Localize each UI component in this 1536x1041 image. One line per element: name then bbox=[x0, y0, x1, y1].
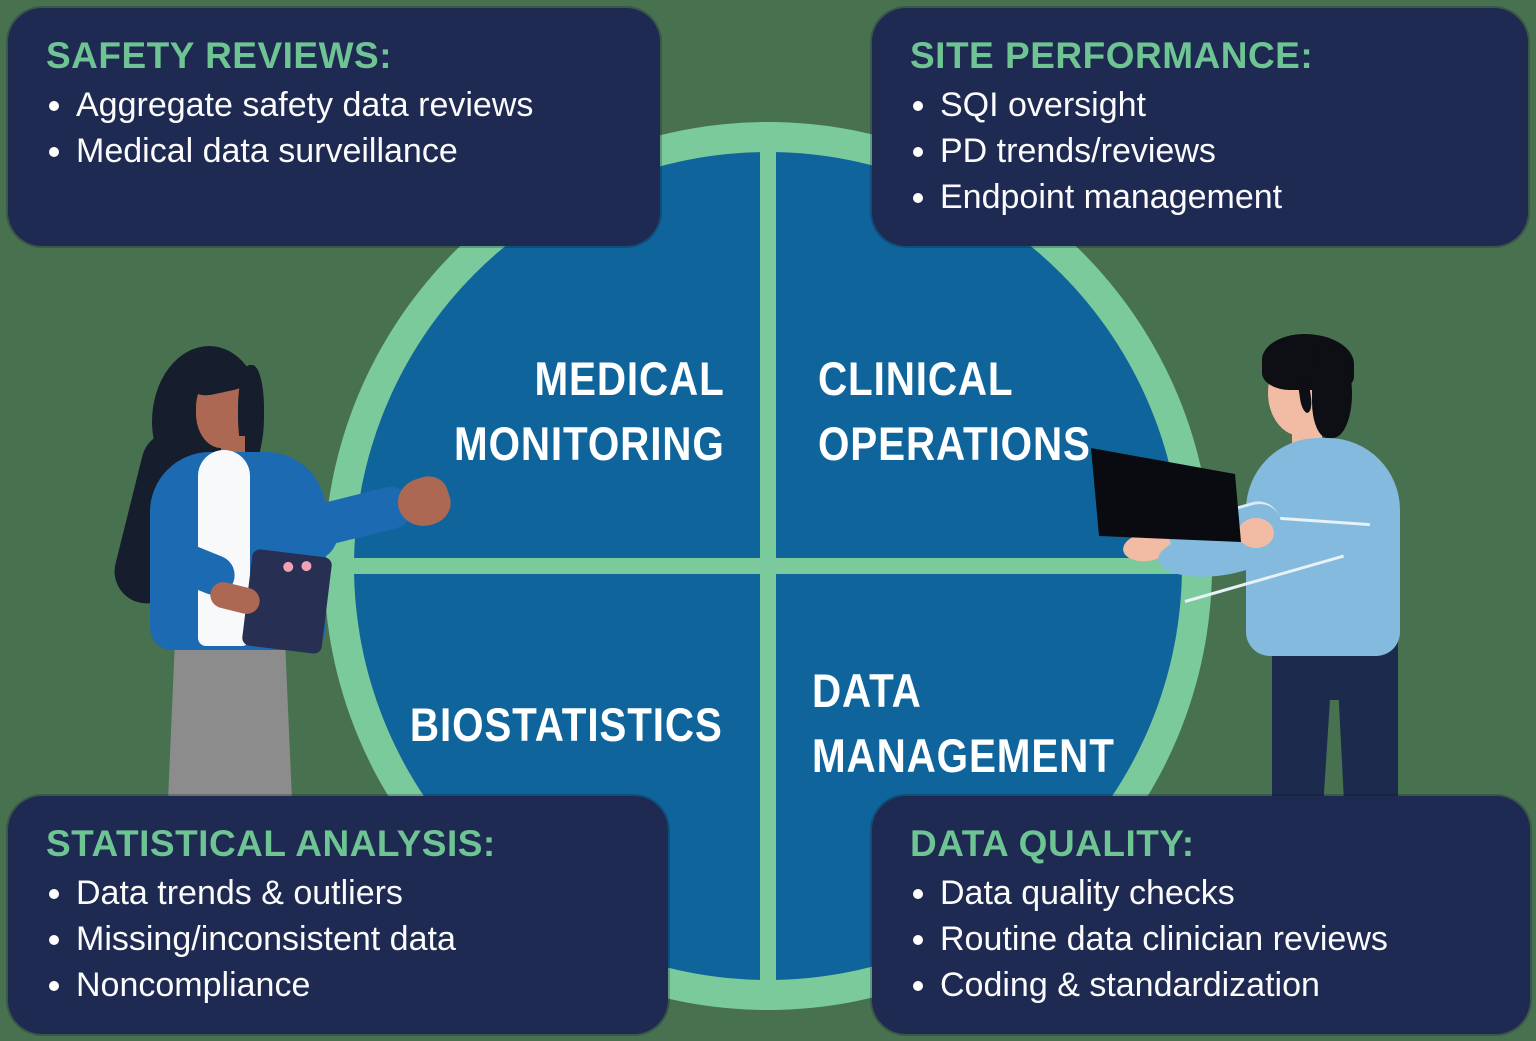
bullet-item: Routine data clinician reviews bbox=[940, 916, 1500, 962]
callout-bullet-list: SQI oversightPD trends/reviewsEndpoint m… bbox=[910, 82, 1498, 220]
bullet-item: Medical data surveillance bbox=[76, 128, 630, 174]
callout-bullet-list: Data quality checksRoutine data clinicia… bbox=[910, 870, 1500, 1008]
quadrant-label-clinical-operations: CLINICAL OPERATIONS bbox=[818, 352, 1091, 470]
callout-title: SITE PERFORMANCE: bbox=[910, 35, 1314, 76]
bullet-item: Data trends & outliers bbox=[76, 870, 638, 916]
quadrant-label-biostatistics: BIOSTATISTICS bbox=[410, 698, 723, 751]
divider-horizontal bbox=[324, 558, 1212, 574]
woman-skirt-icon bbox=[168, 630, 292, 800]
callout-title: STATISTICAL ANALYSIS: bbox=[46, 823, 496, 864]
callout-bullet-list: Aggregate safety data reviewsMedical dat… bbox=[46, 82, 630, 174]
callout-site-performance: SITE PERFORMANCE: SQI oversightPD trends… bbox=[872, 8, 1528, 246]
man-pants-icon bbox=[1272, 640, 1398, 798]
callout-title: DATA QUALITY: bbox=[910, 823, 1195, 864]
man-right-hand-icon bbox=[1238, 518, 1274, 548]
woman-shirt-icon bbox=[198, 450, 250, 646]
clipboard-clip-dot bbox=[300, 560, 313, 572]
bullet-item: Missing/inconsistent data bbox=[76, 916, 638, 962]
bullet-item: Coding & standardization bbox=[940, 962, 1500, 1008]
callout-statistical-analysis: STATISTICAL ANALYSIS: Data trends & outl… bbox=[8, 796, 668, 1034]
callout-data-quality: DATA QUALITY: Data quality checksRoutine… bbox=[872, 796, 1530, 1034]
clipboard-clip-dot bbox=[282, 561, 294, 573]
callout-bullet-list: Data trends & outliersMissing/inconsiste… bbox=[46, 870, 638, 1008]
callout-safety-reviews: SAFETY REVIEWS: Aggregate safety data re… bbox=[8, 8, 660, 246]
bullet-item: PD trends/reviews bbox=[940, 128, 1498, 174]
callout-title: SAFETY REVIEWS: bbox=[46, 35, 393, 76]
bullet-item: Noncompliance bbox=[76, 962, 638, 1008]
man-hair-back-icon bbox=[1312, 346, 1352, 438]
quadrant-label-data-management: DATA MANAGEMENT bbox=[812, 664, 1115, 782]
quadrant-label-medical-monitoring: MEDICAL MONITORING bbox=[454, 352, 725, 470]
bullet-item: Aggregate safety data reviews bbox=[76, 82, 630, 128]
bullet-item: Endpoint management bbox=[940, 174, 1498, 220]
bullet-item: SQI oversight bbox=[940, 82, 1498, 128]
bullet-item: Data quality checks bbox=[940, 870, 1500, 916]
